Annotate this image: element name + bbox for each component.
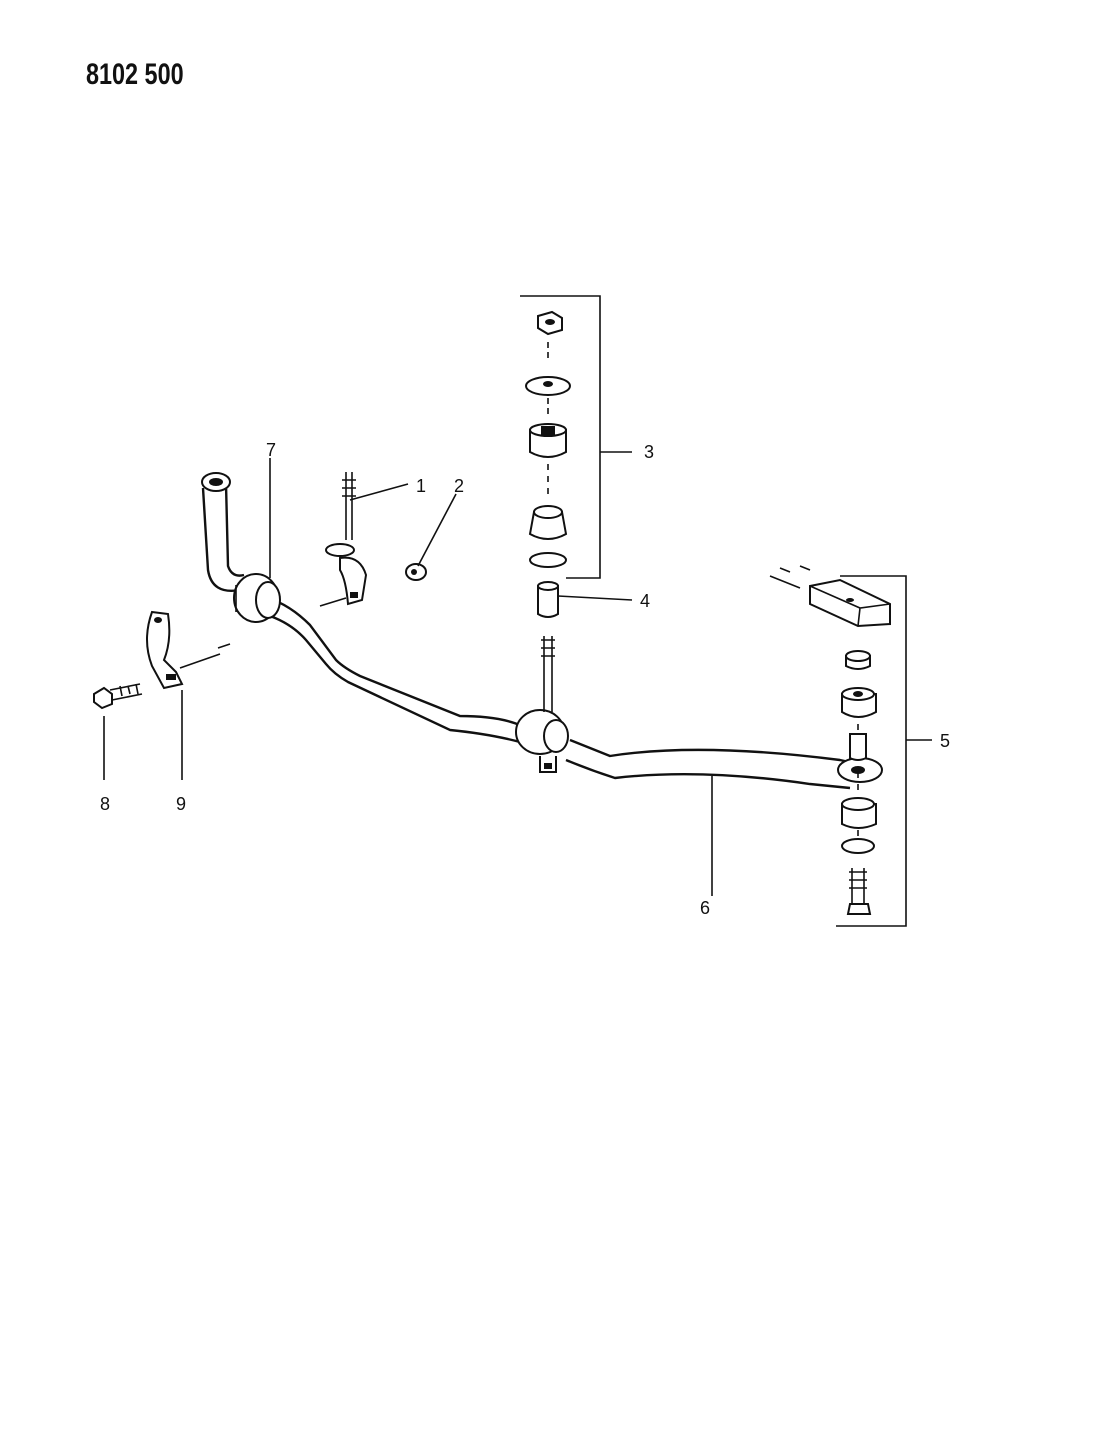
- link-kit-5: [769, 565, 891, 915]
- sway-bar-end-eye: [201, 472, 231, 492]
- callout-9: 9: [176, 794, 186, 814]
- bracket-item-9: [146, 610, 221, 690]
- drawing-number: 8102 500: [86, 58, 184, 91]
- link-kit-3: [525, 310, 571, 568]
- center-bracket: [515, 709, 569, 773]
- callout-8: 8: [100, 794, 110, 814]
- callout-7: 7: [266, 440, 276, 460]
- callout-6: 6: [700, 898, 710, 918]
- callout-5: 5: [940, 731, 950, 751]
- bolt-item-8: [93, 683, 143, 710]
- nut-item-2: [405, 563, 427, 581]
- callout-4: 4: [640, 591, 650, 611]
- bar-bushing: [233, 573, 281, 623]
- leader-lines: [103, 295, 932, 927]
- callout-1: 1: [416, 476, 426, 496]
- sleeve-item-4: [537, 581, 559, 618]
- callout-3: 3: [644, 442, 654, 462]
- callout-2: 2: [454, 476, 464, 496]
- stud-retainer: [325, 472, 368, 606]
- center-link-stud: [541, 636, 555, 712]
- sway-bar: [201, 483, 877, 790]
- link-eye-right: [837, 757, 883, 783]
